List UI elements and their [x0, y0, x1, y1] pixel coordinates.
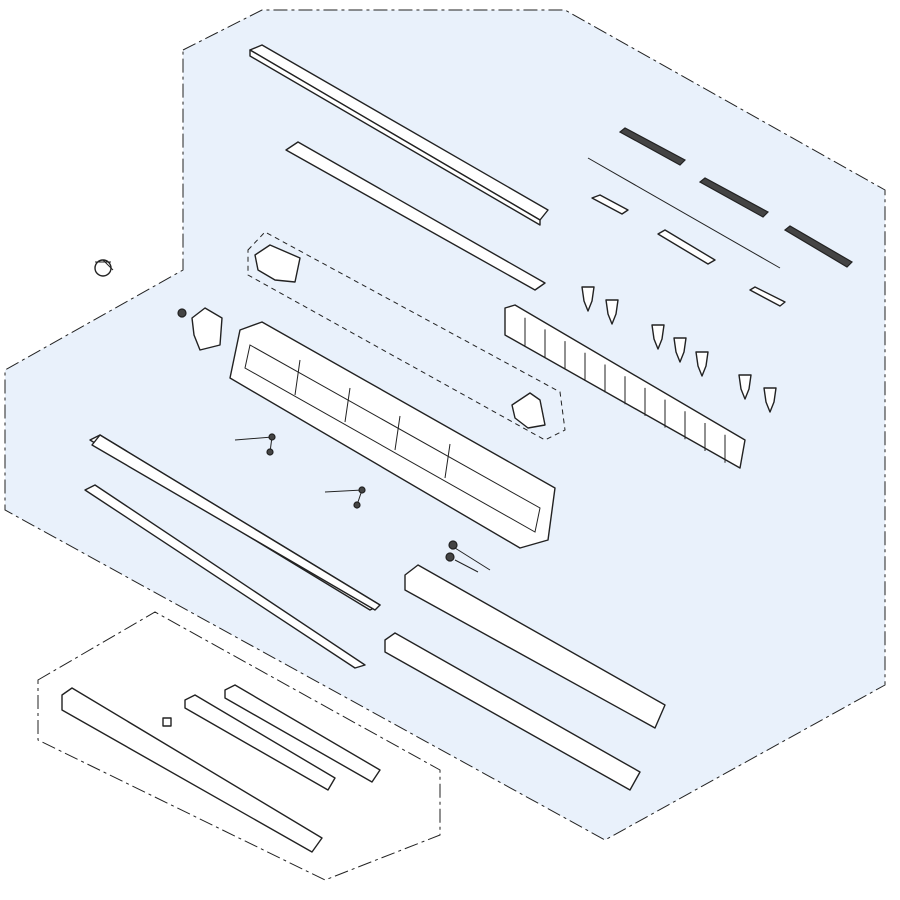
clip — [738, 374, 752, 400]
clip — [581, 286, 595, 312]
clip — [605, 299, 619, 325]
main-chassis — [229, 321, 556, 549]
top-flap-bar — [285, 141, 546, 291]
front-grille — [504, 304, 746, 469]
control-board-assembly — [61, 684, 381, 853]
clip — [763, 387, 777, 413]
horizontal-vane-lower — [384, 632, 641, 791]
screws — [234, 433, 491, 573]
horizontal-vane-upper — [404, 564, 666, 729]
side-cover-right — [511, 392, 546, 429]
clip — [651, 324, 665, 350]
side-cover-group-outline — [247, 231, 566, 441]
control-board-region — [37, 611, 441, 881]
louver-parts — [587, 127, 853, 307]
clip-set — [581, 286, 777, 413]
lower-rail-right — [84, 484, 366, 669]
motor-icon — [94, 259, 114, 277]
rail-panel-a — [91, 434, 381, 611]
clip — [673, 337, 687, 363]
side-cover-left — [254, 244, 301, 283]
top-panel-bar — [249, 44, 549, 226]
clip — [695, 351, 709, 377]
bearing-bracket — [177, 307, 223, 351]
